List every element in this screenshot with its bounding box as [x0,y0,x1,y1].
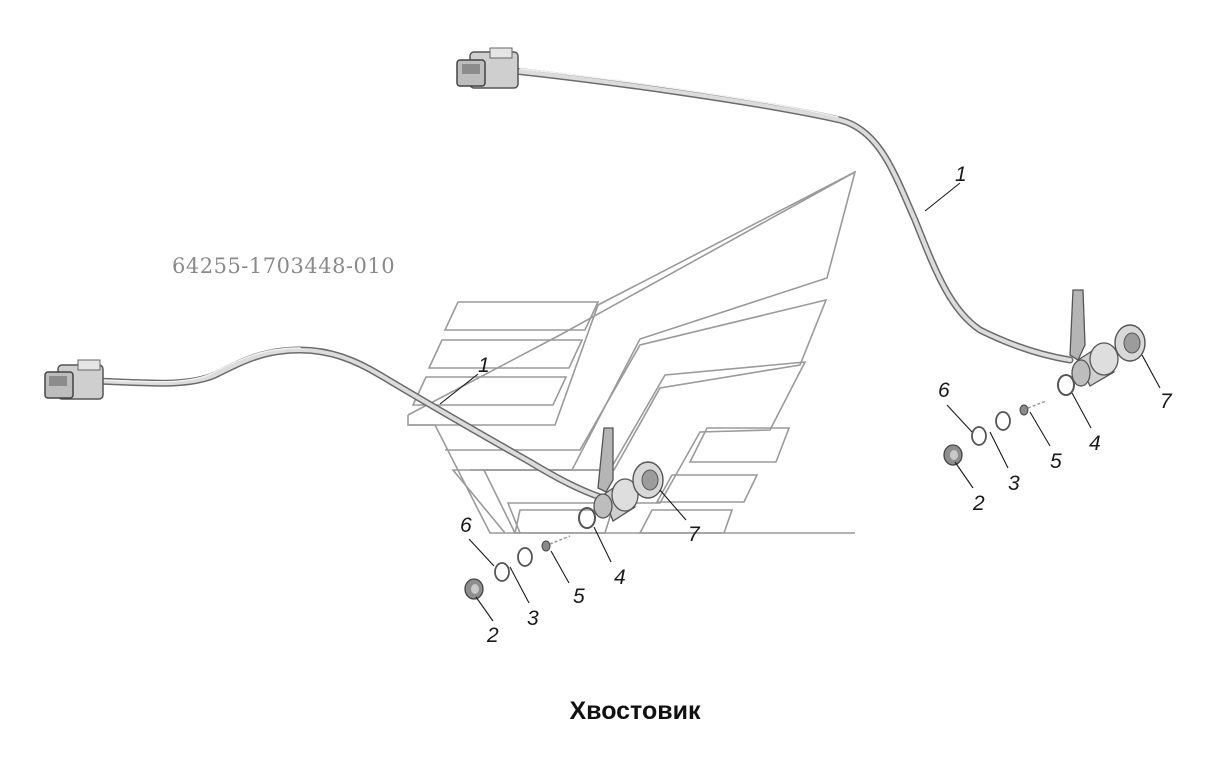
left-callout-2: 2 [486,624,499,647]
left-callout-6: 6 [460,514,472,537]
left-assembly [44,346,664,600]
left-sleeve [593,478,639,522]
right-washer-4 [1057,374,1075,396]
right-callout-6: 6 [938,379,950,402]
left-nut-2 [464,578,484,600]
left-ring-3 [517,547,533,567]
left-callouts: 1 6 2 3 5 4 7 [439,354,701,647]
right-callout-3: 3 [1008,472,1020,495]
right-callout-7: 7 [1160,390,1173,413]
right-callout-5: 5 [1050,450,1062,473]
left-callout-4: 4 [614,566,626,589]
left-bushing-7 [632,461,664,499]
left-end-fitting [44,359,104,400]
right-pin-5 [1019,400,1047,416]
right-callouts: 1 6 2 3 5 4 7 [924,163,1173,515]
diagram-caption: Хвостовик [569,697,701,725]
right-bushing-7 [1114,324,1146,362]
left-callout-5: 5 [573,585,585,608]
watermark-logo [407,170,857,534]
right-ring-3 [995,411,1011,431]
left-washer-4 [578,507,596,529]
right-callout-2: 2 [972,492,985,515]
right-ring-6 [971,426,987,446]
right-callout-1: 1 [955,163,967,186]
right-callout-4: 4 [1089,432,1101,455]
part-number-label: 64255-1703448-010 [172,254,395,278]
right-sleeve [1071,342,1119,387]
left-ring-6 [494,562,510,582]
left-callout-3: 3 [527,607,539,630]
right-assembly [456,47,1146,466]
left-pin-5 [541,535,571,552]
right-end-fitting [456,47,519,89]
left-callout-1: 1 [478,354,490,377]
left-callout-7: 7 [688,523,701,546]
right-nut-2 [943,444,963,466]
